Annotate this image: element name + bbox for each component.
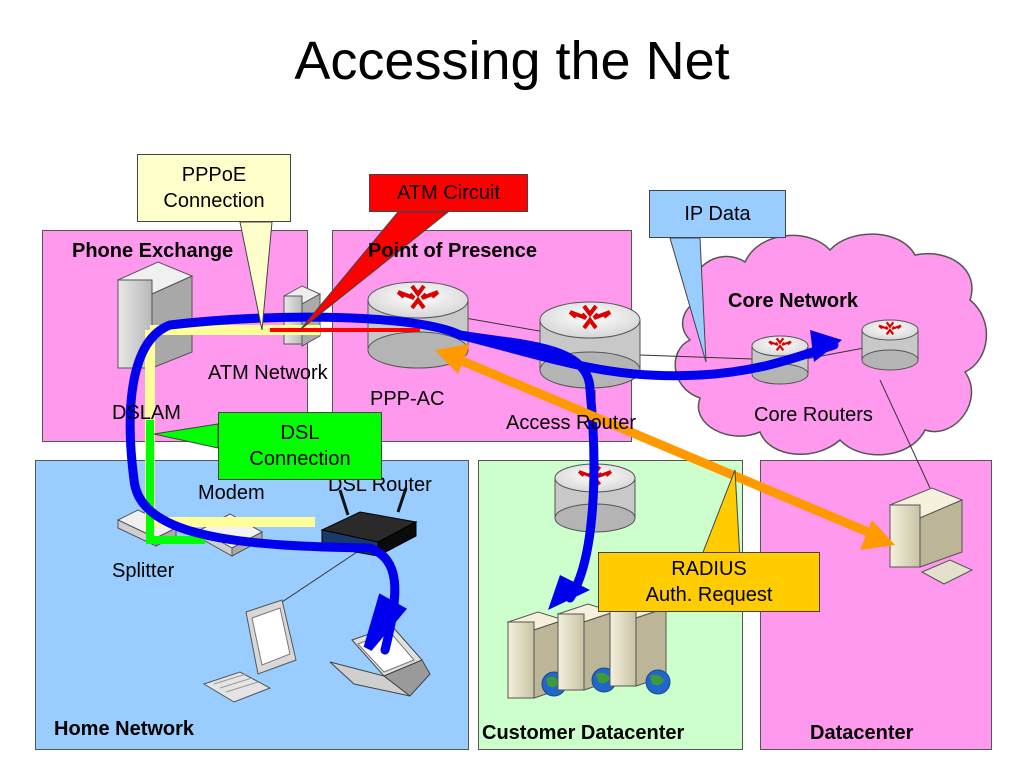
datacenter-label: Datacenter [810, 722, 914, 744]
dslam-label: DSLAM [112, 402, 181, 424]
access-router-label: Access Router [506, 412, 637, 434]
atm-circuit-callout: ATM Circuit [369, 174, 528, 212]
ppp-ac-router-icon [367, 281, 469, 369]
pppoe-callout-line1: PPPoE [181, 164, 247, 186]
dsl-callout-line1: DSL [280, 422, 320, 444]
radius-server-icon [888, 487, 974, 585]
atm-circuit-callout-text: ATM Circuit [397, 182, 500, 204]
home-network-label: Home Network [54, 718, 195, 740]
ip-data-callout-text: IP Data [684, 203, 751, 225]
dsl-callout: DSL Connection [218, 412, 382, 480]
phone-exchange-label: Phone Exchange [72, 240, 234, 262]
pppoe-callout: PPPoE Connection [137, 154, 291, 222]
radius-callout: RADIUS Auth. Request [598, 552, 820, 612]
splitter-label: Splitter [112, 560, 175, 582]
point-of-presence-label: Point of Presence [368, 240, 537, 262]
web-server-icons [506, 599, 671, 699]
core-routers-label: Core Routers [754, 404, 873, 426]
ppp-ac-label: PPP-AC [370, 388, 445, 410]
pppoe-callout-line2: Connection [163, 190, 265, 212]
ip-data-callout: IP Data [649, 190, 786, 238]
page-title: Accessing the Net [294, 31, 730, 91]
radius-callout-pointer [699, 469, 741, 561]
radius-callout-line1: RADIUS [671, 558, 747, 580]
dsl-callout-pointer [153, 423, 219, 449]
pppoe-callout-pointer [239, 221, 273, 331]
atm-network-label: ATM Network [208, 362, 328, 384]
atm-circuit-callout-pointer [299, 211, 450, 331]
radius-callout-line2: Auth. Request [645, 584, 773, 606]
customer-datacenter-label: Customer Datacenter [482, 722, 685, 744]
ip-data-callout-pointer [669, 237, 707, 363]
dsl-callout-line2: Connection [249, 448, 351, 470]
core-router-icon-right [861, 319, 919, 371]
modem-label: Modem [198, 482, 265, 504]
core-network-label: Core Network [728, 290, 859, 312]
ip-data-path [125, 312, 842, 655]
desktop-computer-icon [202, 599, 297, 703]
radius-auth-arrow [435, 344, 895, 550]
dsl-connection-line [146, 420, 205, 544]
